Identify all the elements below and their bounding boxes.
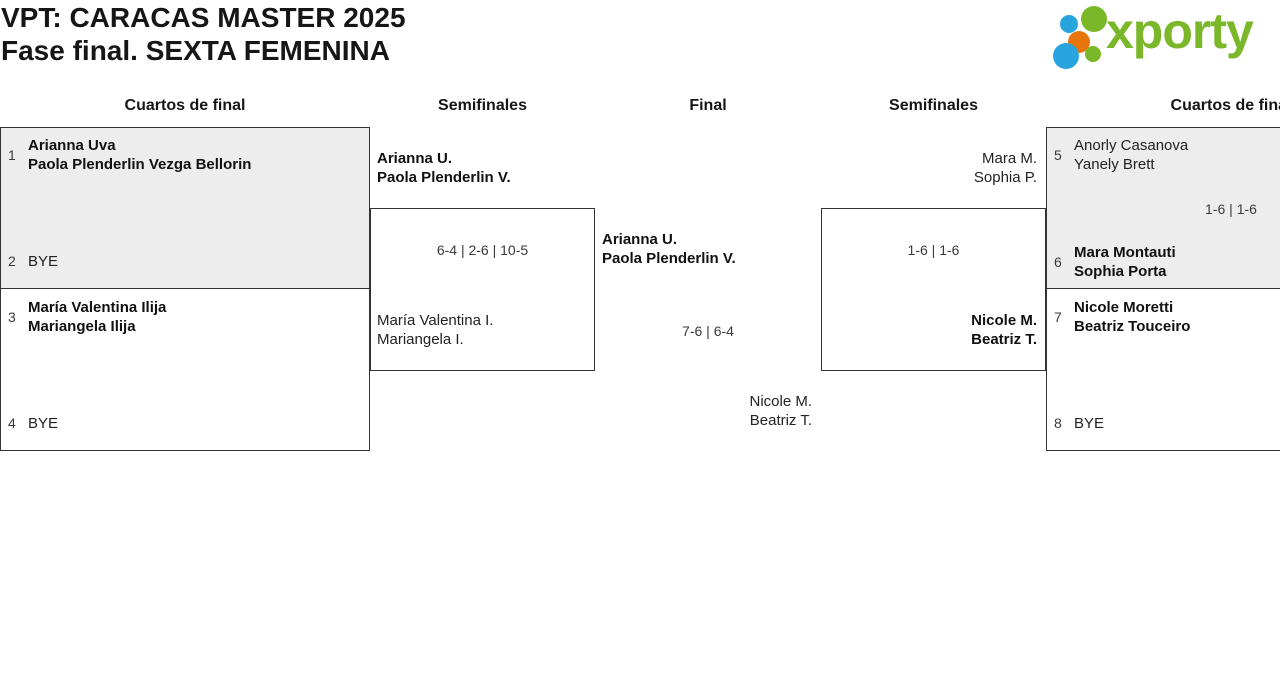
player-name: María Valentina I. <box>377 312 494 329</box>
round-header-final: Final <box>689 97 727 114</box>
team-qf4-seed7: 7 Nicole Moretti Beatriz Touceiro <box>1054 298 1190 336</box>
team-qf1-seed1: 1 Arianna Uva Paola Plenderlin Vezga Bel… <box>8 136 251 174</box>
bye-label: BYE <box>1074 415 1105 432</box>
logo-dot-icon <box>1081 6 1107 32</box>
team-qf1-seed2-bye: 2 BYE <box>8 252 58 271</box>
match-box-qf1 <box>0 127 370 289</box>
player-name: Beatriz T. <box>971 331 1037 348</box>
round-header-semis-right: Semifinales <box>889 97 978 114</box>
xporty-logo[interactable]: xporty <box>1048 0 1280 75</box>
player-name: Mara Montauti <box>1074 244 1176 261</box>
player-name: Paola Plenderlin V. <box>602 250 736 267</box>
logo-dot-icon <box>1060 15 1078 33</box>
player-name: Sophia P. <box>973 169 1037 186</box>
seed-number: 3 <box>8 308 16 325</box>
xporty-logo-text: xporty <box>1106 3 1254 59</box>
team-qf2-seed3: 3 María Valentina Ilija Mariangela Ilija <box>8 298 166 336</box>
match-box-qf3 <box>1046 127 1280 289</box>
team-sf1-bottom: María Valentina I. Mariangela I. <box>377 311 493 349</box>
team-sf2-top: Mara M. Sophia P. <box>974 149 1037 187</box>
match-box-sf2 <box>821 208 1046 371</box>
team-sf1-top: Arianna U. Paola Plenderlin V. <box>377 149 511 187</box>
player-name: Paola Plenderlin Vezga Bellorin <box>28 156 252 173</box>
player-name: María Valentina Ilija <box>28 299 167 316</box>
seed-number: 5 <box>1054 146 1062 163</box>
score-qf3: 1-6 | 1-6 <box>1205 201 1257 217</box>
round-header-cuartos-right: Cuartos de final <box>1170 97 1280 114</box>
team-final-bottom: Nicole M. Beatriz T. <box>749 392 812 430</box>
match-box-qf4 <box>1046 288 1280 451</box>
player-name: Yanely Brett <box>1074 156 1155 173</box>
match-box-qf2 <box>0 288 370 451</box>
seed-number: 7 <box>1054 308 1062 325</box>
player-name: Nicole Moretti <box>1074 299 1174 316</box>
seed-number: 1 <box>8 146 16 163</box>
score-sf1: 6-4 | 2-6 | 10-5 <box>436 242 529 258</box>
score-sf2: 1-6 | 1-6 <box>907 242 960 258</box>
round-header-cuartos-left: Cuartos de final <box>124 97 246 114</box>
player-name: Sophia Porta <box>1074 263 1167 280</box>
player-name: Mara M. <box>981 150 1037 167</box>
player-name: Mariangela Ilija <box>28 318 136 335</box>
seed-number: 2 <box>8 253 16 269</box>
round-header-semis-left: Semifinales <box>438 97 527 114</box>
player-name: Nicole M. <box>749 393 812 410</box>
player-name: Arianna Uva <box>28 137 116 154</box>
player-name: Anorly Casanova <box>1074 137 1189 154</box>
team-qf4-seed8-bye: 8 BYE <box>1054 414 1104 433</box>
player-name: Beatriz T. <box>749 412 812 429</box>
bye-label: BYE <box>28 415 59 432</box>
page-title: VPT: CARACAS MASTER 2025 <box>1 2 406 33</box>
player-name: Paola Plenderlin V. <box>377 169 511 186</box>
team-qf3-seed5: 5 Anorly Casanova Yanely Brett <box>1054 136 1188 174</box>
team-qf2-seed4-bye: 4 BYE <box>8 414 58 433</box>
team-qf3-seed6: 6 Mara Montauti Sophia Porta <box>1054 243 1176 281</box>
player-name: Arianna U. <box>377 150 453 167</box>
bye-label: BYE <box>28 253 59 270</box>
player-name: Arianna U. <box>602 231 678 248</box>
player-name: Nicole M. <box>971 312 1037 329</box>
seed-number: 8 <box>1054 415 1062 431</box>
team-final-top: Arianna U. Paola Plenderlin V. <box>602 230 736 268</box>
logo-dot-icon <box>1085 46 1101 62</box>
player-name: Mariangela I. <box>377 331 464 348</box>
seed-number: 4 <box>8 415 16 431</box>
score-final: 7-6 | 6-4 <box>682 323 734 339</box>
match-box-sf1 <box>370 208 595 371</box>
team-sf2-bottom: Nicole M. Beatriz T. <box>971 311 1037 349</box>
page-subtitle: Fase final. SEXTA FEMENINA <box>1 35 390 66</box>
player-name: Beatriz Touceiro <box>1074 318 1191 335</box>
logo-dot-icon <box>1053 43 1079 69</box>
seed-number: 6 <box>1054 253 1062 270</box>
